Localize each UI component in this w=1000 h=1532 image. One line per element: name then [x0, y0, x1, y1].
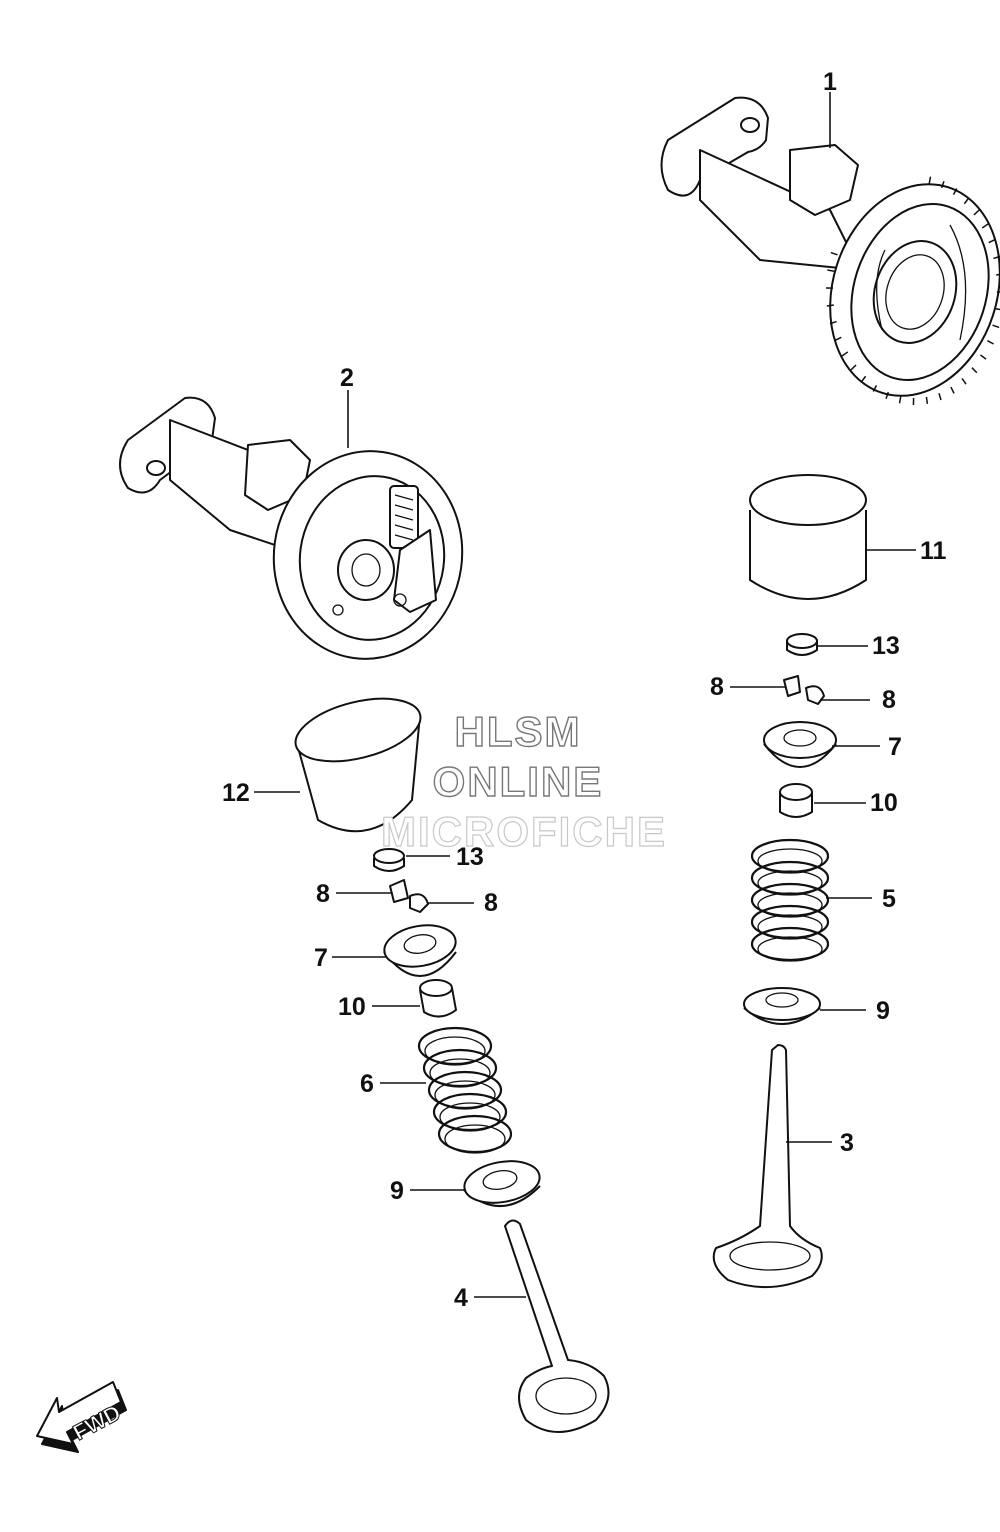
callout-10-right: 10 — [870, 789, 898, 817]
seal-10-left — [420, 980, 456, 1017]
callout-13-right: 13 — [872, 632, 900, 660]
watermark-line-3: MICROFICHE — [381, 808, 667, 855]
cotters-8-right — [784, 676, 824, 704]
spring-6 — [419, 1028, 511, 1153]
callout-3: 3 — [840, 1129, 854, 1157]
fwd-arrow-icon: FWD — [37, 1382, 126, 1452]
watermark-line-2: ONLINE — [433, 758, 604, 805]
watermark-line-1: HLSM — [455, 708, 582, 755]
callout-8-left-b: 8 — [484, 889, 498, 917]
cotters-8-left — [390, 880, 428, 912]
tappet-11 — [750, 475, 866, 599]
callout-2: 2 — [340, 364, 354, 392]
callout-1: 1 — [823, 68, 837, 96]
callout-12: 12 — [222, 779, 250, 807]
callout-8-left-a: 8 — [316, 880, 330, 908]
callout-8-right-a: 8 — [710, 673, 724, 701]
callout-8-right-b: 8 — [882, 686, 896, 714]
callout-11: 11 — [920, 537, 947, 565]
valve-3 — [714, 1045, 822, 1287]
spring-seat-9-right — [744, 988, 820, 1024]
callout-7-right: 7 — [888, 733, 902, 761]
spring-5 — [752, 840, 828, 961]
callout-5: 5 — [882, 885, 896, 913]
callout-9-right: 9 — [876, 997, 890, 1025]
spring-seat-9-left — [461, 1156, 543, 1209]
shim-13-right — [787, 634, 817, 655]
valve-4 — [505, 1220, 609, 1432]
callout-10-left: 10 — [338, 993, 366, 1021]
callout-4: 4 — [454, 1284, 468, 1312]
retainer-7-right — [764, 722, 836, 767]
seal-10-right — [780, 784, 812, 817]
callout-6: 6 — [360, 1070, 374, 1098]
watermark: HLSM ONLINE MICROFICHE — [381, 708, 667, 855]
callout-7-left: 7 — [314, 944, 328, 972]
camshaft-2 — [120, 398, 476, 671]
callout-9-left: 9 — [390, 1177, 404, 1205]
retainer-7-left — [381, 920, 459, 976]
